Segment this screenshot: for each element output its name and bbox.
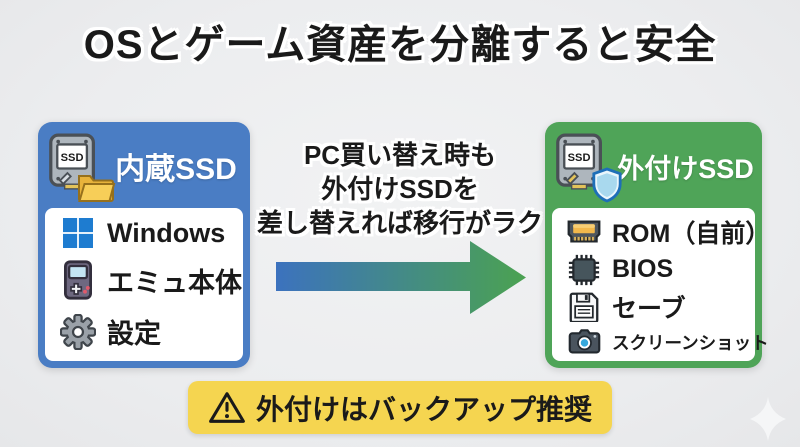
ssd-drive-icon: SSD bbox=[49, 133, 95, 190]
sparkle-icon bbox=[750, 397, 786, 441]
camera-icon bbox=[566, 329, 602, 355]
list-item-label: 設定 bbox=[107, 319, 161, 350]
list-item-label: セーブ bbox=[612, 295, 686, 324]
external-ssd-title: 外付けSSD bbox=[617, 153, 754, 184]
internal-ssd-card: SSD 内蔵SSD Windows bbox=[38, 122, 250, 368]
list-item-label: エミュ本体 bbox=[107, 267, 242, 298]
caption-line: 外付けSSDを bbox=[321, 174, 479, 204]
internal-ssd-card-header: SSD 内蔵SSD bbox=[38, 122, 250, 208]
chip-icon bbox=[566, 254, 602, 286]
caption-line: PC買い替え時も bbox=[303, 140, 497, 170]
folder-icon bbox=[78, 175, 116, 202]
list-item: Windows bbox=[49, 218, 239, 249]
list-item-label: ROM（自前） bbox=[612, 219, 771, 248]
migration-arrow bbox=[268, 238, 530, 318]
internal-ssd-header-icons: SSD bbox=[48, 131, 116, 202]
svg-text:SSD: SSD bbox=[61, 152, 84, 164]
list-item: セーブ bbox=[556, 289, 751, 325]
list-item: エミュ本体 bbox=[49, 260, 242, 301]
shield-icon bbox=[592, 167, 622, 203]
external-ssd-list: ROM（自前） BIOS セーブ bbox=[552, 208, 770, 361]
list-item-label: スクリーンショット bbox=[612, 332, 769, 353]
list-item: BIOS bbox=[556, 254, 751, 286]
migration-caption: PC買い替え時も 外付けSSDを 差し替えれば移行がラク bbox=[252, 138, 548, 240]
list-item-label: Windows bbox=[107, 217, 226, 248]
list-item-label: BIOS bbox=[612, 255, 674, 284]
svg-text:SSD: SSD bbox=[568, 152, 591, 164]
list-item: ROM（自前） bbox=[556, 214, 770, 250]
backup-warning-banner: 外付けはバックアップ推奨 bbox=[187, 381, 613, 434]
gear-icon bbox=[59, 313, 97, 350]
caption-line: 差し替えれば移行がラク bbox=[256, 208, 543, 238]
list-item: 設定 bbox=[49, 312, 239, 351]
ssd-drive-icon: SSD bbox=[556, 133, 602, 190]
internal-ssd-title: 内蔵SSD bbox=[115, 153, 237, 186]
external-ssd-card: SSD 外付けSSD ROM（自前） bbox=[545, 122, 770, 368]
external-ssd-card-header: SSD 外付けSSD bbox=[545, 122, 762, 208]
right-arrow-icon bbox=[276, 241, 526, 314]
backup-warning-text: 外付けはバックアップ推奨 bbox=[255, 393, 593, 425]
handheld-console-icon bbox=[59, 260, 97, 301]
list-item: スクリーンショット bbox=[556, 329, 769, 355]
rom-cartridge-icon bbox=[566, 218, 602, 245]
external-ssd-header-icons: SSD bbox=[555, 131, 622, 203]
floppy-icon bbox=[566, 292, 602, 323]
page-title: OSとゲーム資産を分離すると安全 bbox=[83, 23, 717, 67]
windows-icon bbox=[59, 218, 97, 249]
internal-ssd-list: Windows エミュ本体 bbox=[45, 208, 243, 361]
warning-icon bbox=[209, 392, 245, 423]
